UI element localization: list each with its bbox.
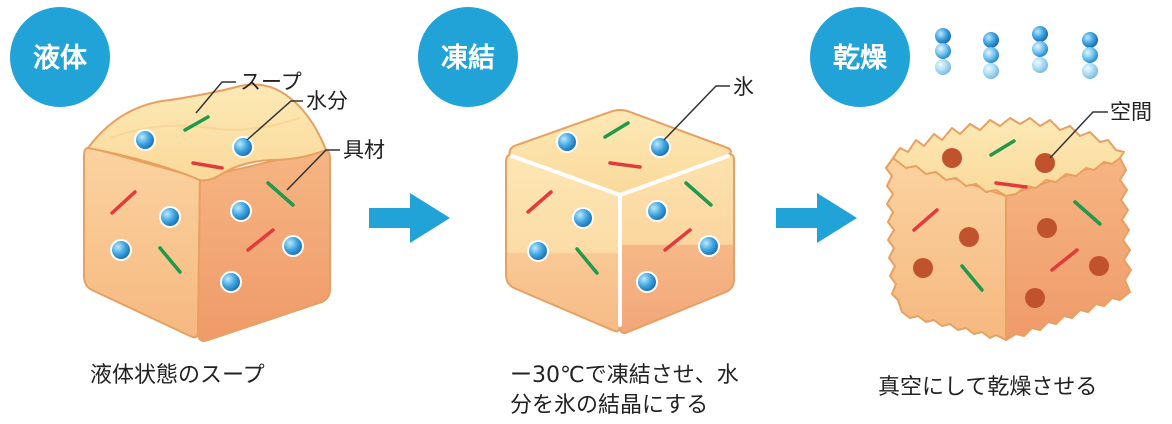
stage-caption-dry: 真空にして乾燥させる xyxy=(878,375,1097,400)
callout-label: 氷 xyxy=(733,75,754,99)
stage-caption-liquid: 液体状態のスープ xyxy=(90,363,265,388)
right-arrow-icon xyxy=(776,193,857,243)
callout-label: 空間 xyxy=(1110,100,1152,124)
water-droplet-icon xyxy=(527,131,720,293)
water-droplet-icon xyxy=(110,129,304,293)
stage-freeze: 凍結 xyxy=(418,7,754,418)
callout-soup: スープ xyxy=(195,70,302,114)
stage-badge-dry: 乾燥 xyxy=(810,7,910,107)
callout-space: 空間 xyxy=(1049,100,1152,159)
ingredient-pieces xyxy=(110,115,295,274)
caption-line: 真空にして乾燥させる xyxy=(878,375,1097,400)
callout-label: スープ xyxy=(240,70,302,94)
callout-water: 水分 xyxy=(246,89,348,141)
stage-badge-label: 乾燥 xyxy=(833,43,888,74)
callout-ice: 氷 xyxy=(663,75,754,141)
callout-label: 具材 xyxy=(343,138,385,162)
dried-block xyxy=(885,117,1132,341)
ice-crystal-lines xyxy=(510,154,730,327)
stage-badge-liquid: 液体 xyxy=(10,7,110,107)
stage-dry: 乾燥 xyxy=(810,7,1152,400)
caption-line: 液体状態のスープ xyxy=(90,363,265,388)
soup-block-liquid xyxy=(83,83,331,342)
stage-liquid: 液体 xyxy=(10,7,385,388)
water-vapor-icon xyxy=(935,26,1098,79)
frozen-block xyxy=(505,109,735,335)
ingredient-pieces xyxy=(526,121,713,275)
stage-badge-label: 凍結 xyxy=(441,42,495,74)
callout-ingredient: 具材 xyxy=(286,138,385,191)
right-arrow-icon xyxy=(369,193,450,243)
caption-line: ー30℃で凍結させ、水 xyxy=(510,363,739,388)
ingredient-pieces xyxy=(912,139,1102,292)
stage-badge-label: 液体 xyxy=(33,43,88,74)
callout-label: 水分 xyxy=(306,89,348,113)
caption-line: 分を氷の結晶にする xyxy=(510,393,708,418)
stage-badge-freeze: 凍結 xyxy=(418,7,518,107)
stage-caption-freeze: ー30℃で凍結させ、水 分を氷の結晶にする xyxy=(510,363,739,418)
